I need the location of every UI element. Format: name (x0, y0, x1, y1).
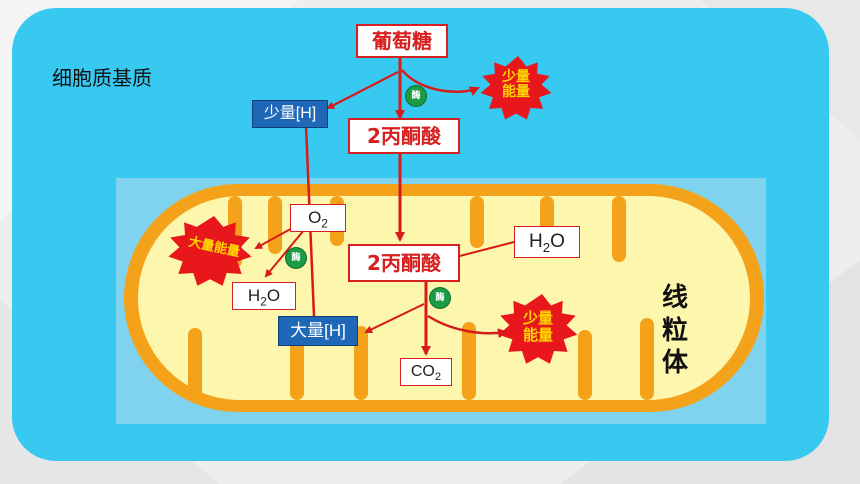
pyruvate-box-mito: 2丙酮酸 (348, 244, 460, 282)
h2o-left-subscript: 2 (260, 294, 267, 309)
energy-burst-small-top (480, 56, 552, 120)
h2o-left-o: O (266, 286, 281, 305)
burst-small-top-line1: 少量 (502, 69, 530, 85)
small-h-box: 少量[H] (252, 100, 328, 128)
burst-small-top-text: 少量 能量 (496, 69, 536, 101)
enzyme-badge-glycolysis: 酶 (406, 86, 426, 106)
mito-label-char-2: 粒 (661, 315, 688, 346)
h2o-box-left: H2O (232, 282, 296, 310)
burst-small-mid-line2: 能量 (522, 325, 553, 344)
mito-label-char-3: 体 (661, 348, 688, 378)
burst-small-mid-text: 少量 能量 (518, 310, 558, 343)
burst-small-top-line2: 能量 (502, 84, 530, 101)
enzyme-badge-krebs: 酶 (430, 288, 450, 308)
large-h-box: 大量[H] (278, 316, 358, 346)
enzyme-badge-oxidation: 酶 (286, 248, 306, 268)
energy-burst-small-mid (498, 294, 578, 364)
h2o-right-h: H (529, 231, 543, 252)
co2-text: CO (410, 363, 435, 380)
o2-text: O (308, 208, 322, 227)
o2-box: O2 (290, 204, 346, 232)
o2-subscript: 2 (321, 216, 328, 231)
mito-label-char-1: 线 (661, 283, 688, 313)
burst-small-mid-line1: 少量 (522, 309, 553, 327)
mitochondrion-label: 线 粒 体 (660, 282, 690, 380)
energy-burst-large (168, 216, 252, 286)
cytoplasm-label: 细胞质基质 (52, 66, 152, 90)
co2-subscript: 2 (434, 371, 442, 384)
h2o-right-o: O (550, 231, 565, 252)
co2-box: CO2 (400, 358, 452, 386)
h2o-box-right: H2O (514, 226, 580, 258)
h2o-right-subscript: 2 (542, 239, 551, 255)
h2o-left-h: H (247, 286, 261, 305)
pyruvate-box-top: 2丙酮酸 (348, 118, 460, 154)
glucose-box: 葡萄糖 (356, 24, 448, 58)
